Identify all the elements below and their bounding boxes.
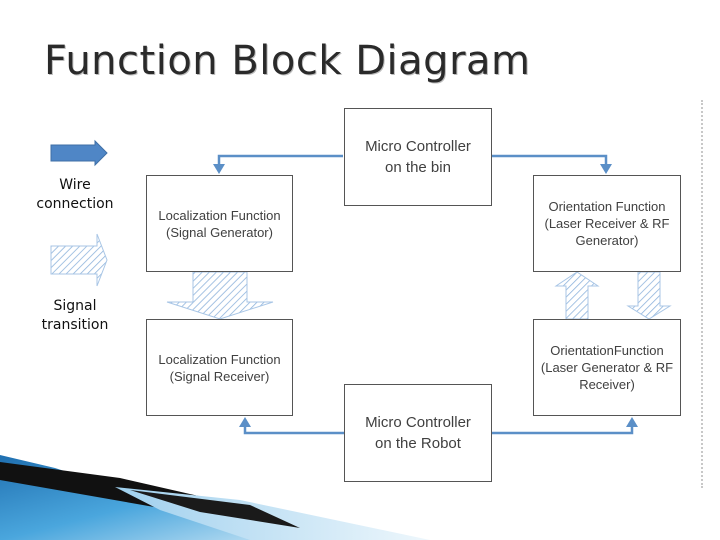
block-localization-receiver-label: Localization Function (Signal Receiver) bbox=[158, 351, 281, 384]
decorative-swoosh bbox=[0, 455, 430, 540]
block-localization-receiver: Localization Function (Signal Receiver) bbox=[146, 319, 293, 416]
signal-localization-down-arrow-icon bbox=[166, 271, 274, 320]
right-border-decoration bbox=[701, 100, 703, 488]
legend-wire-label: Wire connection bbox=[36, 177, 114, 212]
wire-robot-to-localization bbox=[239, 417, 345, 435]
block-localization-generator: Localization Function (Signal Generator) bbox=[146, 175, 293, 272]
block-micro-controller-bin: Micro Controller on the bin bbox=[344, 108, 492, 206]
block-micro-controller-bin-label: Micro Controller on the bin bbox=[365, 138, 471, 176]
block-micro-controller-robot: Micro Controller on the Robot bbox=[344, 384, 492, 482]
block-orientation-bottom-label: OrientationFunction (Laser Generator & R… bbox=[540, 343, 674, 392]
signal-orientation-up-arrow-icon bbox=[554, 271, 600, 320]
block-micro-controller-robot-label: Micro Controller on the Robot bbox=[365, 414, 471, 452]
wire-robot-to-orientation bbox=[491, 417, 638, 435]
wire-bin-to-orientation bbox=[491, 154, 612, 174]
legend-signal-arrow-icon bbox=[50, 233, 108, 287]
wire-bin-to-localization bbox=[213, 154, 343, 174]
block-localization-generator-label: Localization Function (Signal Generator) bbox=[158, 207, 281, 240]
block-orientation-top-label: Orientation Function (Laser Receiver & R… bbox=[544, 199, 670, 248]
legend-signal-label: Signal transition bbox=[41, 298, 109, 333]
page-title: Function Block Diagram bbox=[44, 38, 531, 84]
block-orientation-top: Orientation Function (Laser Receiver & R… bbox=[533, 175, 681, 272]
block-orientation-bottom: OrientationFunction (Laser Generator & R… bbox=[533, 319, 681, 416]
legend-wire-arrow-icon bbox=[50, 139, 108, 167]
signal-orientation-down-arrow-icon bbox=[626, 271, 672, 320]
